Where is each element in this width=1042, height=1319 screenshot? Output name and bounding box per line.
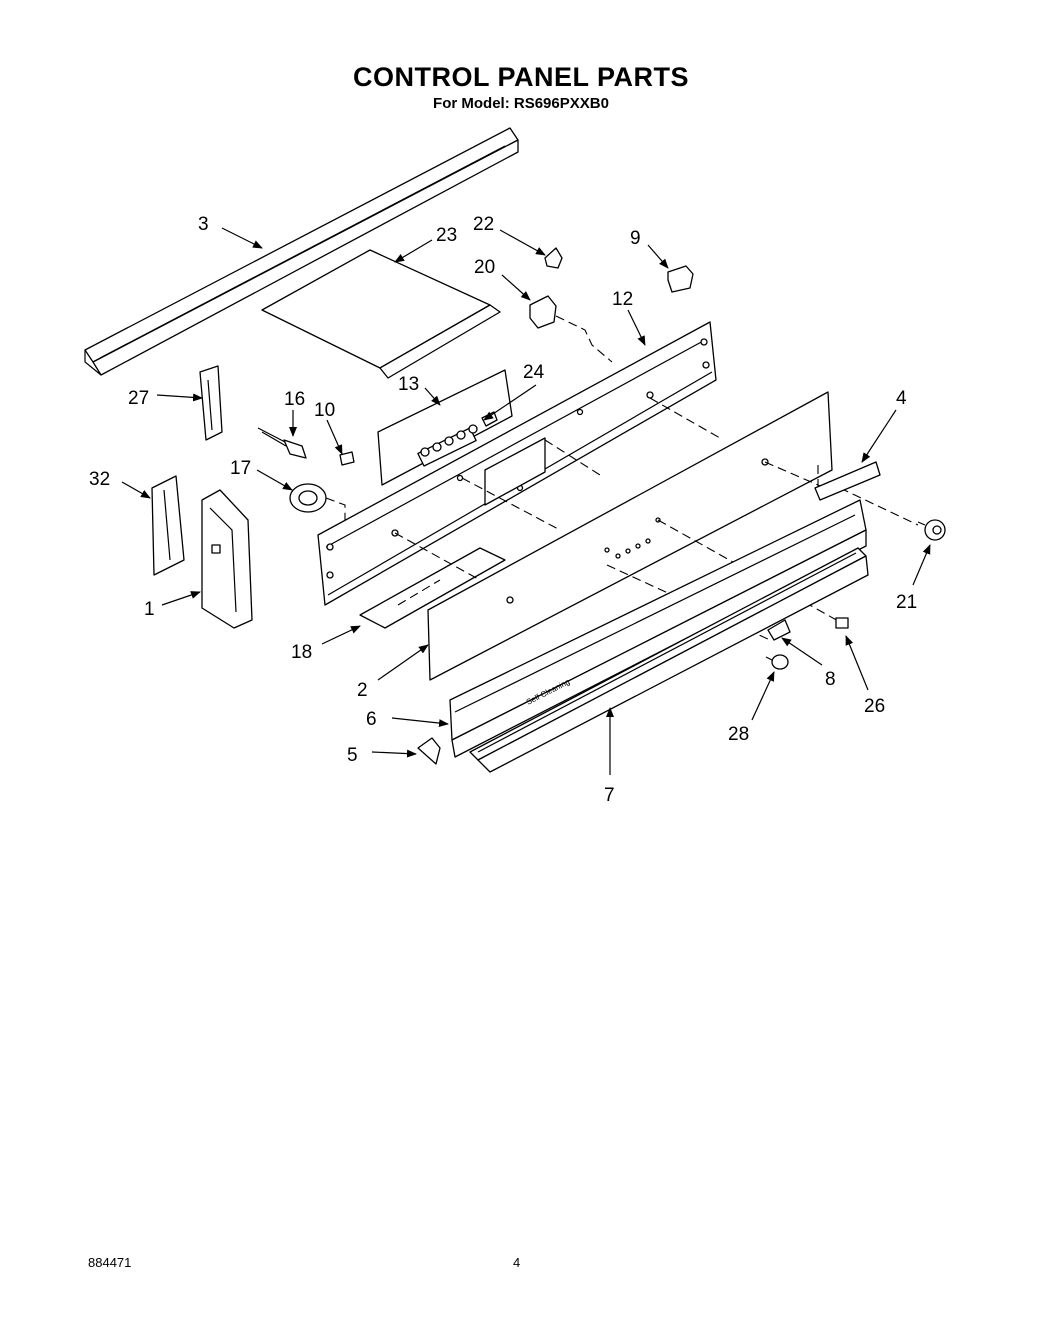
part-18-plate [359, 547, 506, 629]
part-17-thermostat [289, 483, 346, 520]
callout-28: 28 [728, 724, 749, 745]
callout-2: 2 [357, 680, 368, 701]
document-number: 884471 [88, 1255, 132, 1270]
callout-6: 6 [366, 709, 377, 730]
model-subtitle: For Model: RS696PXXB0 [433, 95, 609, 112]
part-20-switch [529, 295, 613, 363]
callout-23: 23 [436, 225, 457, 246]
part-7-bottom-strip [469, 547, 869, 773]
callout-13: 13 [398, 374, 419, 395]
part-8-bracket [767, 619, 791, 641]
callout-1: 1 [144, 599, 155, 620]
part-13-control-board [377, 369, 513, 486]
callout-20: 20 [474, 257, 495, 278]
page-title: CONTROL PANEL PARTS [352, 62, 690, 92]
callout-4: 4 [896, 388, 907, 409]
part-10-clip [339, 451, 355, 466]
callout-24: 24 [523, 362, 545, 383]
callout-9: 9 [630, 228, 641, 249]
part-16-sensor [257, 427, 307, 459]
part-2-front-panel [391, 391, 833, 681]
part-3-top-trim [84, 127, 519, 376]
callout-8: 8 [825, 669, 836, 690]
leader-arrows [121, 227, 931, 775]
callout-12: 12 [612, 289, 633, 310]
callout-27: 27 [128, 388, 149, 409]
callout-16: 16 [284, 389, 305, 410]
part-9-connector [667, 265, 694, 293]
callout-18: 18 [291, 642, 312, 663]
part-27-bracket [199, 365, 223, 441]
callout-5: 5 [347, 745, 358, 766]
callout-3: 3 [198, 214, 209, 235]
part-21-knob [917, 519, 946, 541]
callout-labels: 3 23 22 9 20 12 24 13 27 16 10 17 32 1 1… [89, 214, 917, 806]
part-6-lower-trim: Self Cleaning [449, 499, 867, 758]
part-22-clip [544, 247, 563, 269]
callout-10: 10 [314, 400, 335, 421]
part-1-end-cap [201, 489, 253, 629]
part-32-side-panel [151, 475, 185, 576]
page-number: 4 [513, 1255, 521, 1270]
callout-7: 7 [604, 785, 615, 806]
part-23-sheet [261, 249, 501, 379]
callout-21: 21 [896, 592, 917, 613]
callout-17: 17 [230, 458, 251, 479]
callout-22: 22 [473, 214, 494, 235]
callout-32: 32 [89, 469, 110, 490]
part-12-panel-backing [317, 321, 717, 606]
part-5-end-clip [417, 737, 441, 765]
part-4-trim-strip [814, 461, 881, 501]
part-28-knob [765, 654, 789, 670]
part-26-spring [835, 617, 849, 629]
callout-26: 26 [864, 696, 885, 717]
